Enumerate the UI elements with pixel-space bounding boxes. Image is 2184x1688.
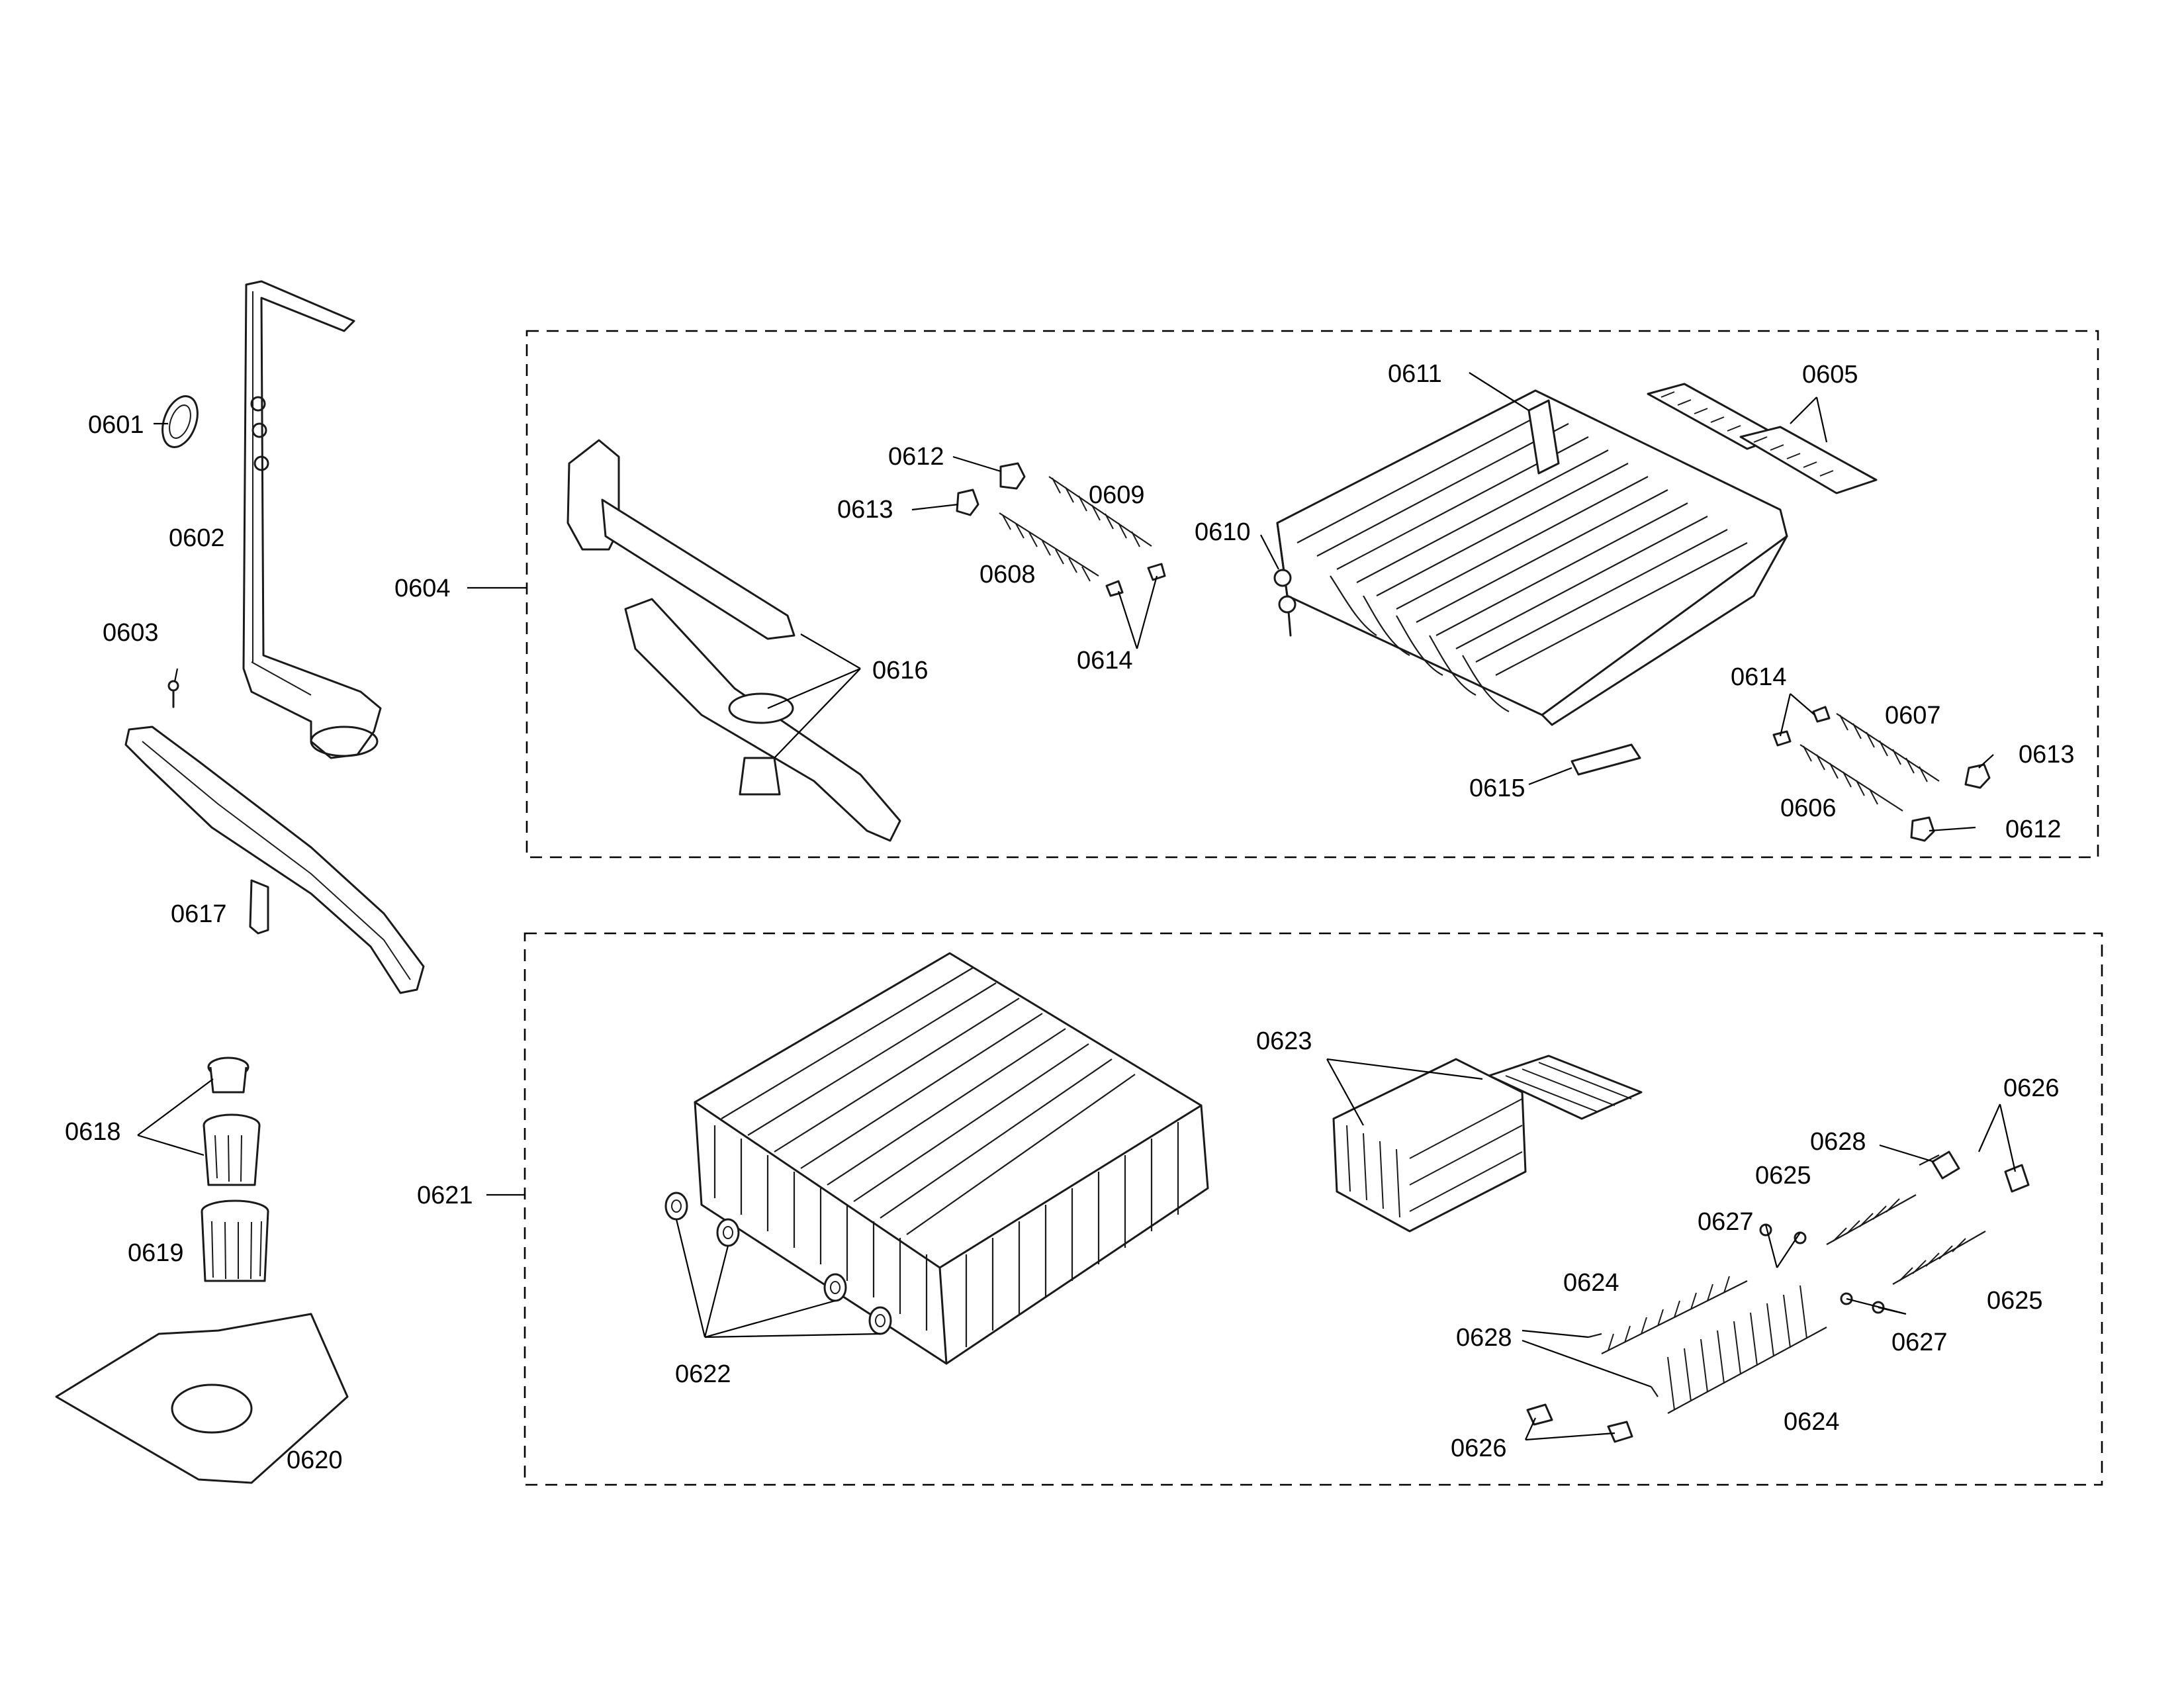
- part-0613-clip-right: [1964, 763, 1991, 789]
- label-0604: 0604: [394, 575, 451, 602]
- label-0602: 0602: [169, 524, 225, 552]
- part-0624-tine-row-lower: [1667, 1285, 1827, 1414]
- part-0606-tine-row: [1799, 744, 1903, 812]
- label-0615: 0615: [1469, 774, 1525, 802]
- label-0612-right: 0612: [2005, 816, 2062, 843]
- part-0610-upper-rack: [1273, 389, 1788, 726]
- label-0628-lower: 0628: [1456, 1324, 1512, 1352]
- part-0609-tine-row: [1048, 476, 1152, 547]
- label-0603: 0603: [103, 619, 159, 647]
- part-0616-upper-spray-arm: [567, 439, 901, 842]
- part-0626-hinge-top: [1931, 1150, 2030, 1193]
- label-0607: 0607: [1885, 702, 1941, 729]
- part-0627-clips: [1759, 1223, 1885, 1314]
- part-0625-tine-row-a: [1826, 1194, 1917, 1245]
- label-0623: 0623: [1256, 1027, 1312, 1055]
- part-labels: 0601 0602 0603 0604 0605 0606 0607 0608 …: [65, 360, 2075, 1474]
- label-0610: 0610: [1195, 518, 1251, 546]
- part-0607-tine-row: [1836, 713, 1940, 782]
- label-0627: 0627: [1698, 1208, 1754, 1236]
- label-0605: 0605: [1802, 361, 1858, 389]
- leader-lines: [137, 372, 2017, 1441]
- label-0601: 0601: [88, 411, 144, 439]
- part-0605-cup-shelf: [1647, 383, 1878, 494]
- label-0618: 0618: [65, 1118, 121, 1146]
- part-0618-filter: [203, 1056, 261, 1186]
- part-0601-disc: [161, 395, 199, 448]
- part-0626-hinge-bottom: [1526, 1403, 1633, 1443]
- label-0608: 0608: [979, 561, 1036, 588]
- label-0625: 0625: [1755, 1162, 1811, 1190]
- part-0625-tine-row-b: [1892, 1231, 1986, 1285]
- part-0621-lower-rack: [694, 952, 1209, 1365]
- upper-rack-group-box: [525, 330, 2099, 859]
- part-0617-spray-arm: [124, 726, 425, 994]
- label-0611: 0611: [1388, 360, 1442, 388]
- part-0612-clip: [999, 462, 1026, 490]
- part-0619-mesh-filter: [201, 1199, 269, 1282]
- part-0611-wheel-housing: [1527, 399, 1560, 475]
- label-0612: 0612: [888, 443, 944, 471]
- part-0602-supply-pipe: [242, 280, 382, 759]
- label-0622: 0622: [675, 1360, 731, 1388]
- part-0623-cutlery-basket: [1332, 1055, 1643, 1233]
- label-0613: 0613: [837, 496, 893, 524]
- label-0606: 0606: [1780, 794, 1837, 822]
- part-0624-tine-row-upper: [1601, 1276, 1748, 1354]
- part-0608-tine-row: [999, 512, 1099, 582]
- label-0614-right: 0614: [1731, 663, 1787, 691]
- label-0609: 0609: [1089, 481, 1145, 509]
- label-0620: 0620: [287, 1446, 343, 1474]
- label-0614: 0614: [1077, 647, 1133, 675]
- part-0620-sump-plate: [55, 1313, 349, 1484]
- part-0615-handle: [1570, 743, 1641, 776]
- label-0625-right: 0625: [1987, 1287, 2043, 1315]
- lower-rack-group-box: [523, 932, 2103, 1486]
- part-0614-hinge-right: [1772, 706, 1831, 747]
- label-0624-lower: 0624: [1784, 1408, 1840, 1436]
- label-0616: 0616: [872, 657, 929, 684]
- part-0613-clip: [956, 489, 979, 516]
- part-0612-clip-right: [1910, 816, 1935, 842]
- label-0628: 0628: [1810, 1128, 1866, 1156]
- label-0621: 0621: [417, 1182, 473, 1209]
- label-0613-right: 0613: [2019, 741, 2075, 769]
- label-0617: 0617: [171, 900, 227, 928]
- label-0627-lower: 0627: [1891, 1329, 1948, 1356]
- label-0624: 0624: [1563, 1269, 1619, 1297]
- label-0626: 0626: [2003, 1074, 2060, 1102]
- label-0619: 0619: [128, 1239, 184, 1267]
- label-0626-lower: 0626: [1451, 1434, 1507, 1462]
- part-0622-wheels: [664, 1192, 892, 1335]
- part-0603-screw: [167, 680, 179, 708]
